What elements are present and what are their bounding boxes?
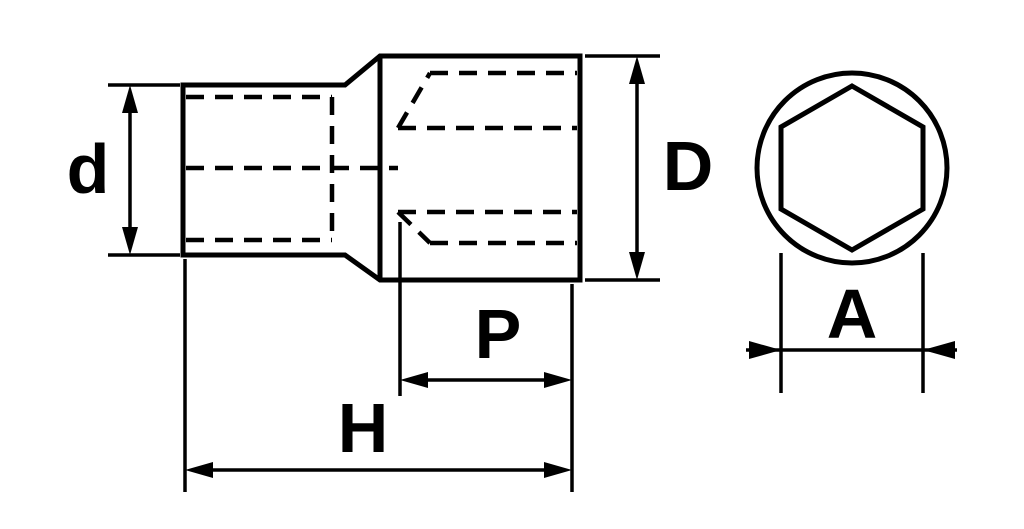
arrowhead-A-left (749, 341, 781, 359)
dimension-P: P (398, 222, 574, 492)
dimension-A: A (746, 253, 957, 393)
dimension-H: H (183, 259, 572, 492)
arrowhead-A-right (923, 341, 955, 359)
dimension-d: d (67, 83, 180, 257)
dimension-label-H: H (338, 389, 389, 467)
hex-opening (778, 83, 926, 253)
dimension-H-lines (183, 259, 562, 492)
arrowhead-d-bottom (122, 227, 138, 255)
socket-outer-circle (754, 70, 950, 266)
arrowhead-H-right (544, 462, 572, 478)
dimension-label-A: A (827, 275, 878, 353)
hidden-detail-lines (186, 70, 577, 246)
socket-body-outline (180, 53, 583, 283)
arrowhead-P-left (400, 372, 428, 388)
hex-bore-top-chamfer-line (396, 71, 432, 130)
dimension-D-lines (585, 54, 660, 282)
arrowhead-P-right (544, 372, 572, 388)
arrowhead-H-left (185, 462, 213, 478)
dimension-P-lines (398, 222, 574, 492)
dimension-label-D: D (663, 127, 714, 205)
arrowhead-D-top (629, 56, 645, 84)
dimension-d-lines (108, 83, 180, 257)
arrowhead-D-bottom (629, 252, 645, 280)
dimension-label-P: P (475, 295, 522, 373)
dimension-A-lines (746, 253, 957, 393)
hex-bore-bottom-chamfer-line (396, 210, 432, 245)
side-view-outline (180, 53, 583, 283)
end-view (754, 70, 950, 266)
arrowhead-d-top (122, 85, 138, 113)
dimension-label-d: d (67, 130, 110, 208)
dimension-D: D (585, 54, 714, 282)
